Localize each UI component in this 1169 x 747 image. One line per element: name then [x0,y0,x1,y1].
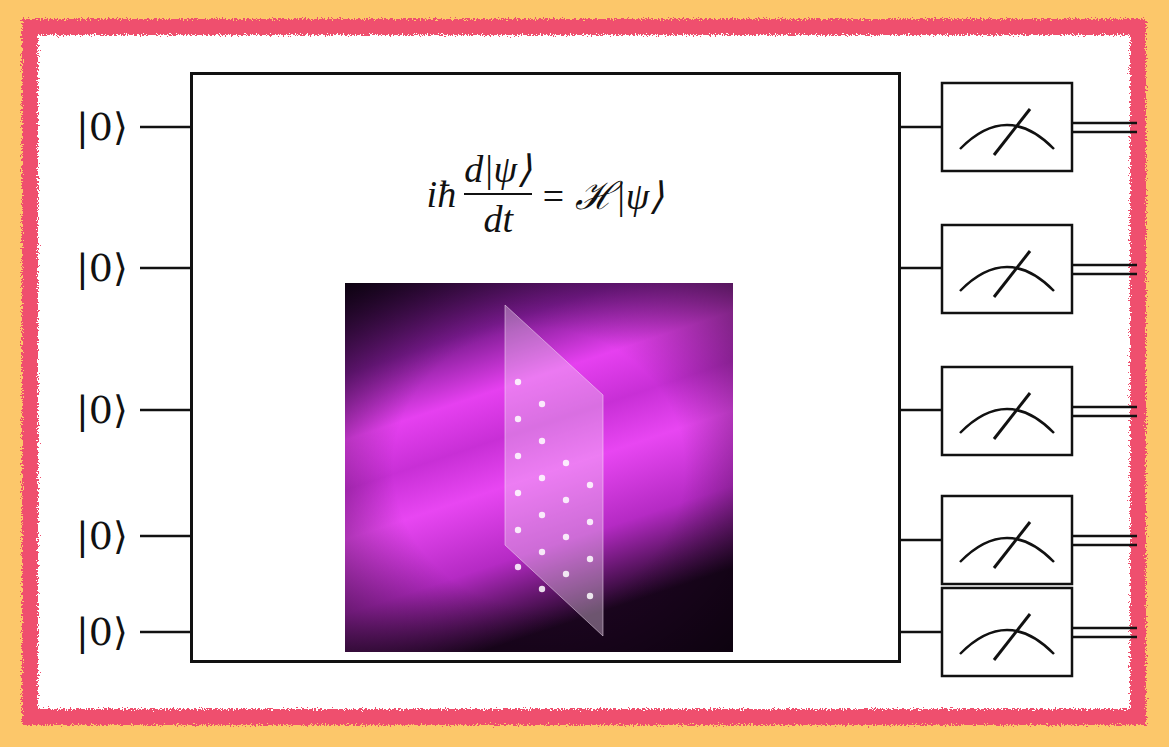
schrodinger-equation: iħd|ψ⟩ dt = ℋ|ψ⟩ [193,147,898,241]
qubit-input-label: |0⟩ [76,108,128,146]
hamiltonian-box: iħd|ψ⟩ dt = ℋ|ψ⟩ [190,72,901,663]
fraction-bar [464,193,532,195]
measurement-meters [942,83,1137,676]
qubit-input-label: |0⟩ [76,517,128,555]
equation-part: d|ψ⟩ [464,147,532,191]
equation-part: dt [483,197,513,241]
qubit-input-label: |0⟩ [76,391,128,429]
equation-part: = ℋ|ψ⟩ [540,168,664,220]
atom-array-image [345,283,733,652]
qubit-input-label: |0⟩ [76,613,128,651]
equation-part: iħ [427,172,457,216]
input-wires [140,127,191,632]
frame-border [30,27,1138,717]
fraction: d|ψ⟩ dt [464,147,532,241]
output-wires [900,127,942,632]
qubit-input-label: |0⟩ [76,249,128,287]
